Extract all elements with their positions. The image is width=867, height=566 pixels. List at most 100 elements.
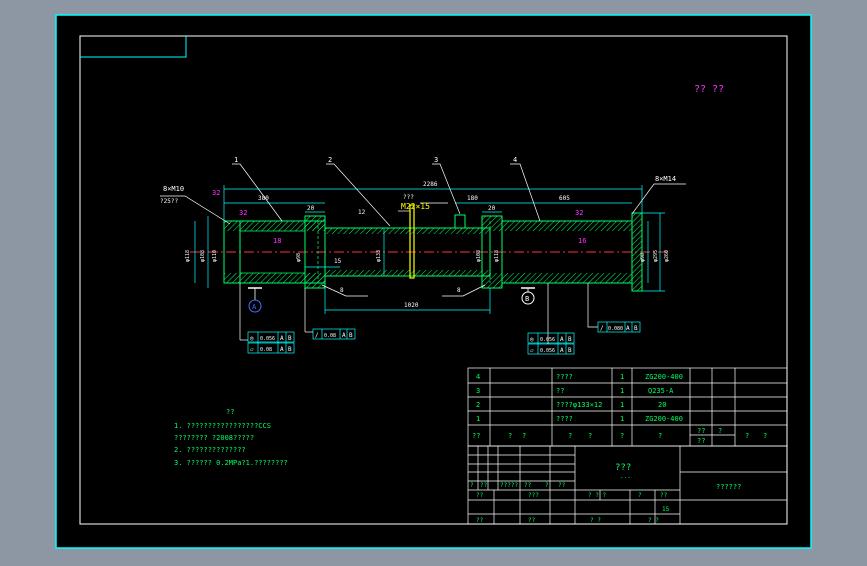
datum-a: A [252,303,257,311]
svg-text:?: ? [508,432,512,440]
svg-text:1: 1 [476,415,480,423]
svg-text:ZG200-400: ZG200-400 [645,415,683,423]
svg-text:2: 2 [476,401,480,409]
datum-b-circle [521,291,535,305]
weld-a: 8 [340,287,344,294]
middle-tube-hatch-bot [325,270,490,276]
svg-text:????: ???? [556,415,573,423]
dim-dia-mid: φ133 [376,250,382,262]
svg-text:0.056: 0.056 [260,336,275,342]
thread-right-label: 8×M14 [655,175,676,183]
leader-1: 1 [234,156,238,164]
dim-overall: 2286 [423,181,438,188]
svg-text:1: 1 [620,401,624,409]
title-block [467,445,788,525]
mid-boss [454,214,466,229]
svg-text:?: ? [470,482,474,489]
dim-right-len: 605 [559,195,570,202]
leader-4: 4 [513,156,517,164]
svg-text:1: 1 [620,415,624,423]
leader-lines [160,163,686,340]
svg-text:?: ? [658,432,662,440]
svg-text:4: 4 [476,373,480,381]
svg-text:?: ? [763,432,767,440]
right-hub-hatch-bot [482,273,502,288]
left-flange-hatch-top [224,221,240,231]
right-pipe-hatch-top [502,221,632,231]
thread-mid-label: M22×15 [401,202,430,211]
svg-text:??: ?? [472,432,480,440]
datum-b: B [525,295,529,303]
datum-a-circle [248,299,262,313]
svg-text:?: ? [588,432,592,440]
note-line-3: 2. ?????????????? [174,446,246,454]
roughness-5: 16 [578,237,586,245]
dim-bottom-total: 1020 [404,302,419,309]
left-hub-hatch-bot [305,273,325,288]
svg-text:?: ? [568,432,572,440]
svg-text:Q235-A: Q235-A [648,387,674,395]
svg-text:??: ?? [524,482,532,489]
dim-mid-small: 12 [358,209,366,216]
svg-text:0.056: 0.056 [540,337,555,343]
svg-text:0.08: 0.08 [260,347,272,353]
svg-text:??: ?? [528,517,536,524]
dim-lower-left: 15 [334,258,342,265]
drawing-border [79,35,788,525]
svg-text:??: ?? [476,492,484,499]
svg-text:?: ? [718,427,722,435]
company-name: ?????? [716,483,741,491]
roughness-1: 32 [239,209,247,217]
dim-left-len: 380 [258,195,269,202]
dim-dia-right-a: φ118 [494,250,500,262]
dim-dia-left-a: φ110 [212,250,218,262]
svg-text:??: ?? [697,437,705,445]
drawing-name: ??? [615,463,631,473]
svg-text:??: ?? [480,482,488,489]
tolerance-frame-mid: / 0.08 A B [312,328,356,340]
note-line-4: 3. ?????? 0.2MPa?1.???????? [174,459,288,467]
dim-dia-left-inner: φ108 [200,250,206,262]
note-line-1: 1. ?????????????????CCS [174,422,271,430]
svg-text:1: 1 [620,387,624,395]
svg-text:0.056: 0.056 [540,348,555,354]
svg-text:????: ???? [556,373,573,381]
dim-dia-right-b: φ98 [640,253,646,262]
left-pipe-hatch-bot [240,273,325,283]
svg-text:A: A [342,332,346,339]
svg-text:A: A [280,335,284,342]
svg-text:?: ? [522,432,526,440]
tolerance-frame-right: ◎ 0.056 A B ▱ 0.056 A B [527,332,575,355]
svg-text:B: B [288,335,292,342]
svg-text:?: ? [638,492,642,499]
right-flange-hatch [632,213,642,291]
svg-text:??: ?? [697,427,705,435]
svg-text:B: B [288,346,292,353]
shaft-section [190,204,668,292]
leader-2: 2 [328,156,332,164]
scale-value: 15 [662,506,670,513]
svg-text:A: A [626,325,630,332]
left-hub-hatch-top [305,216,325,231]
weld-symbol-left [321,284,368,297]
svg-text:??: ?? [556,387,564,395]
tolerance-frame-left: ◎ 0.056 A B ▱ 0.08 A B [247,331,295,354]
svg-text:? ? ?: ? ? ? [588,492,606,499]
svg-text:▱: ▱ [250,346,254,353]
right-hub-hatch-top [482,216,502,231]
top-left-label-box [80,36,187,58]
left-pipe-hatch-top [240,221,325,231]
svg-text:??: ?? [476,517,484,524]
svg-text:?: ? [545,482,549,489]
right-pipe-hatch-bot [502,273,632,283]
notes-title: ?? [226,408,234,416]
svg-text:??: ?? [558,482,566,489]
svg-text:?????: ????? [500,482,518,489]
svg-text:??: ?? [660,492,668,499]
dim-mid-len: 180 [467,195,478,202]
svg-text:/: / [315,332,319,339]
model-space [55,14,812,549]
dim-dia-right-outer: φ295 [653,250,659,262]
roughness-4: 32 [212,189,220,197]
